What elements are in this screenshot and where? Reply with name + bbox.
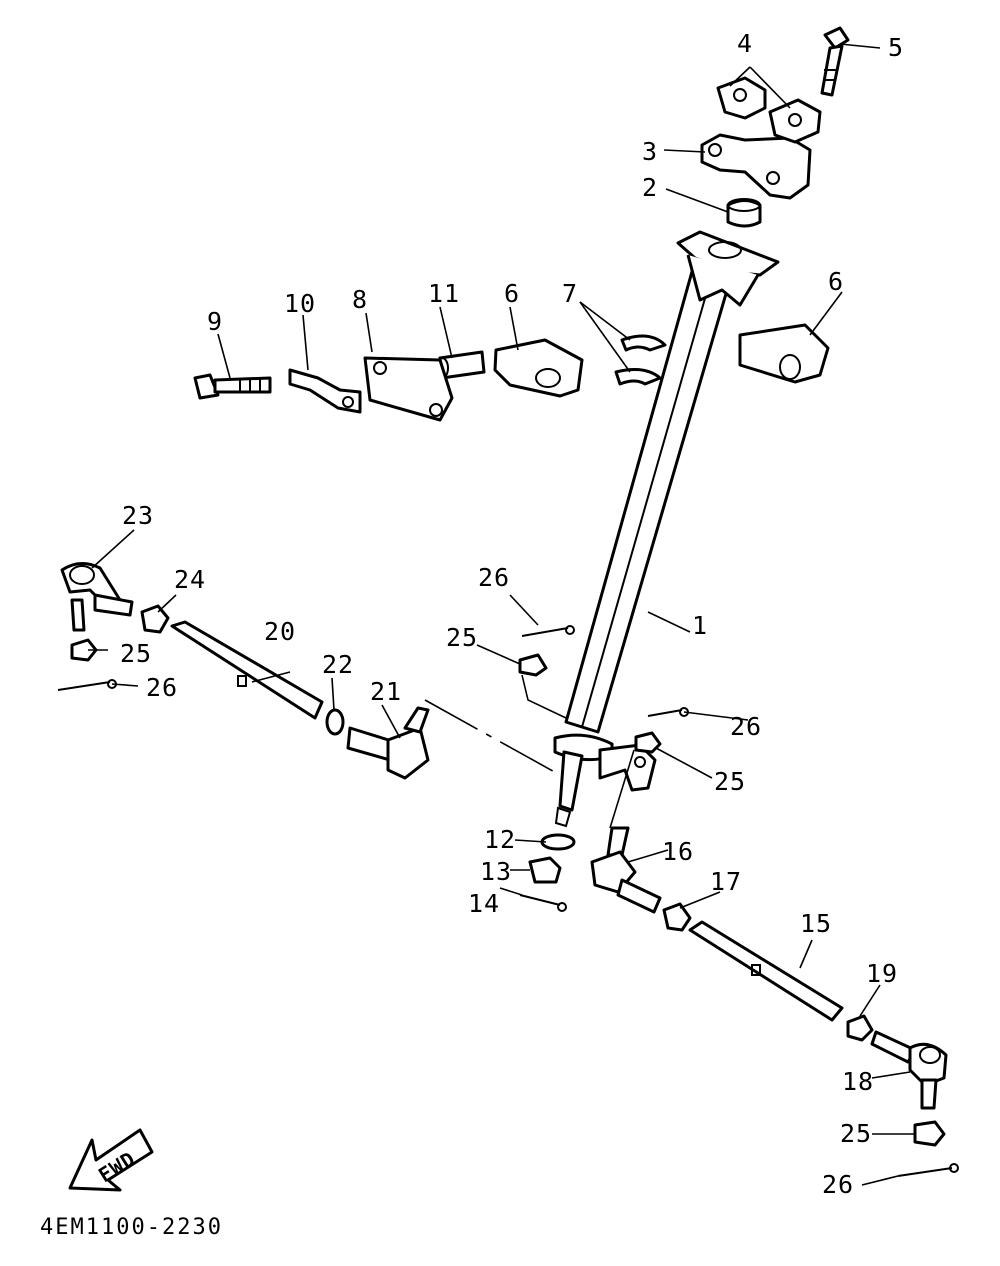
callout-26: 26 (146, 673, 178, 702)
callout-1: 1 (692, 611, 708, 640)
callout-12: 12 (484, 825, 516, 854)
callout-9: 9 (207, 307, 223, 336)
callout-26: 26 (730, 712, 762, 741)
callout-25: 25 (714, 767, 746, 796)
callout-3: 3 (642, 137, 658, 166)
callout-25: 25 (120, 639, 152, 668)
callout-15: 15 (800, 909, 832, 938)
shaft-holder-parts (193, 323, 830, 422)
callout-labels: 1 2 3 4 5 6 6 7 8 9 10 11 12 13 14 15 16… (120, 29, 904, 1199)
callout-7: 7 (562, 279, 578, 308)
steering-top-plate (676, 230, 780, 307)
callout-8: 8 (352, 285, 368, 314)
callout-16: 16 (662, 837, 694, 866)
callout-22: 22 (322, 650, 354, 679)
callout-25: 25 (446, 623, 478, 652)
callout-21: 21 (370, 677, 402, 706)
callout-19: 19 (866, 959, 898, 988)
callout-11: 11 (428, 279, 460, 308)
callout-14: 14 (468, 889, 500, 918)
callout-25: 25 (840, 1119, 872, 1148)
callout-4: 4 (737, 29, 753, 58)
callout-18: 18 (842, 1067, 874, 1096)
left-tie-rod-assembly (57, 562, 430, 780)
callout-6: 6 (504, 279, 520, 308)
callout-2: 2 (642, 173, 658, 202)
callout-6: 6 (828, 267, 844, 296)
fwd-direction-arrow: FWD (68, 1128, 154, 1192)
callout-23: 23 (122, 501, 154, 530)
callout-20: 20 (264, 617, 296, 646)
center-fasteners (518, 625, 689, 912)
callout-24: 24 (174, 565, 206, 594)
callout-26: 26 (478, 563, 510, 592)
callout-5: 5 (888, 33, 904, 62)
callout-17: 17 (710, 867, 742, 896)
callout-13: 13 (480, 857, 512, 886)
leader-lines (88, 43, 915, 1186)
callout-26: 26 (822, 1170, 854, 1199)
upper-holder-parts (700, 26, 850, 228)
diagram-code: 4EM1100-2230 (40, 1215, 223, 1240)
right-tie-rod-assembly (590, 826, 959, 1177)
callout-10: 10 (284, 289, 316, 318)
